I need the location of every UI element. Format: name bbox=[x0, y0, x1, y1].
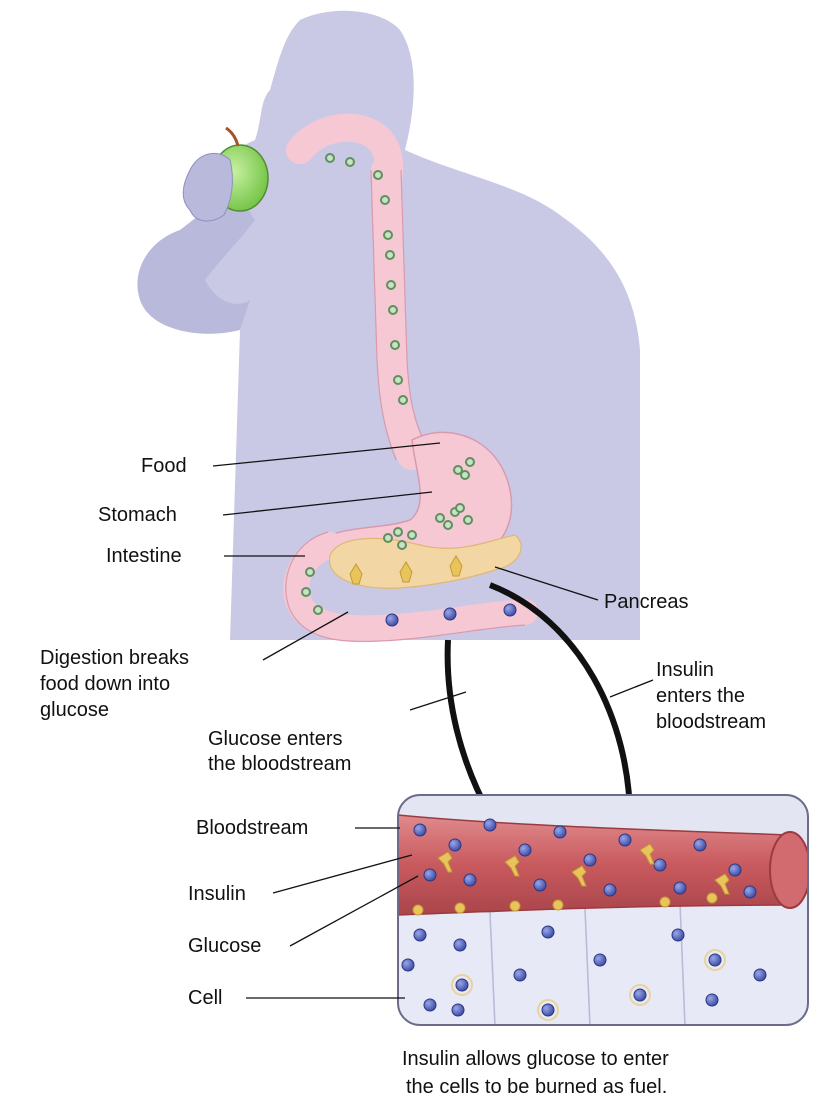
label-glucose-enters-line1: Glucose enters bbox=[208, 727, 343, 751]
apple-stem bbox=[226, 128, 238, 146]
label-bloodstream: Bloodstream bbox=[196, 816, 308, 840]
label-digestion-line2: food down into bbox=[40, 672, 170, 696]
glucose-arrow bbox=[448, 640, 490, 815]
label-cell: Cell bbox=[188, 986, 222, 1010]
label-glucose-enters-line2: the bloodstream bbox=[208, 752, 351, 776]
label-food: Food bbox=[141, 454, 187, 478]
label-insulin-enters-line2: enters the bbox=[656, 684, 745, 708]
hand bbox=[183, 153, 232, 221]
label-pancreas: Pancreas bbox=[604, 590, 689, 614]
label-insulin-enters-line1: Insulin bbox=[656, 658, 714, 682]
cell-inset bbox=[398, 795, 810, 1025]
caption-line1: Insulin allows glucose to enter bbox=[402, 1046, 669, 1072]
label-digestion-line3: glucose bbox=[40, 698, 109, 722]
caption-line2: the cells to be burned as fuel. bbox=[406, 1074, 667, 1100]
label-intestine: Intestine bbox=[106, 544, 182, 568]
label-stomach: Stomach bbox=[98, 503, 177, 527]
label-digestion-line1: Digestion breaks bbox=[40, 646, 189, 670]
vessel-opening bbox=[770, 832, 810, 908]
label-insulin-enters-line3: bloodstream bbox=[656, 710, 766, 734]
label-glucose: Glucose bbox=[188, 934, 261, 958]
label-insulin: Insulin bbox=[188, 882, 246, 906]
